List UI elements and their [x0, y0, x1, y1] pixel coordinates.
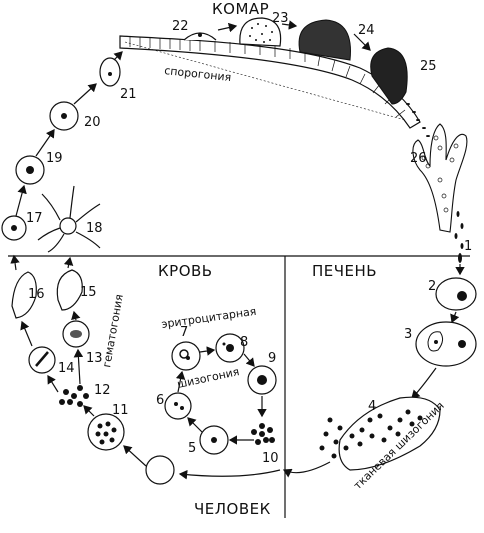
sporogony-arrows	[217, 20, 371, 51]
inner-cycle-arrows	[175, 346, 267, 445]
stage-number-23: 23	[272, 11, 289, 26]
stage-4-tissue-schizont	[282, 396, 441, 478]
stage-number-26: 26	[410, 151, 427, 166]
stage-number-20: 20	[84, 115, 101, 130]
label-erythrocytic-1: эритроцитарная	[161, 305, 257, 331]
stage-number-7: 7	[180, 325, 188, 340]
label-gametogony: гематогония	[100, 293, 126, 368]
stage-13-cell	[62, 310, 90, 348]
stage-number-1: 1	[464, 239, 472, 254]
stage-1-sporozoite	[455, 253, 465, 276]
oocyst-25	[370, 47, 430, 137]
stage-number-19: 19	[46, 151, 63, 166]
label-blood: КРОВЬ	[158, 262, 213, 280]
label-human: ЧЕЛОВЕК	[194, 500, 271, 518]
salivary-gland	[412, 123, 468, 249]
stage-7-cell	[171, 341, 201, 371]
stage-number-11: 11	[112, 403, 129, 418]
stage-11-cell	[83, 405, 125, 451]
stage-number-10: 10	[262, 451, 279, 466]
stage-20-cell	[49, 83, 97, 131]
stage-number-21: 21	[120, 87, 137, 102]
stage-14-cell	[20, 320, 56, 374]
stage-10-merozoites	[251, 423, 275, 445]
stage-number-9: 9	[268, 351, 276, 366]
stage-number-4: 4	[368, 399, 376, 414]
stage-number-8: 8	[240, 335, 248, 350]
stage-number-14: 14	[58, 361, 75, 376]
stage-number-25: 25	[420, 59, 437, 74]
oocyst-22	[183, 32, 217, 41]
stage-number-15: 15	[80, 285, 97, 300]
stage-3-liver-cell	[411, 321, 477, 399]
stage-8-cell	[215, 333, 245, 363]
stage-numbers: 1 2 3 4 5 6 7 8 9 10 11 12 13 14 15 16 1…	[26, 11, 472, 466]
stage-15-cell	[56, 256, 83, 311]
stage-number-13: 13	[86, 351, 103, 366]
stage-number-16: 16	[28, 287, 45, 302]
oocyst-24	[298, 19, 351, 61]
stage-19-cell	[15, 129, 55, 185]
stage-number-6: 6	[156, 393, 164, 408]
stage-number-5: 5	[188, 441, 196, 456]
stage-number-17: 17	[26, 211, 43, 226]
label-liver: ПЕЧЕНЬ	[312, 262, 377, 280]
stage-16-cell	[10, 254, 37, 319]
stage-number-22: 22	[172, 19, 189, 34]
stage-9-cell	[247, 365, 277, 395]
stage-number-18: 18	[86, 221, 103, 236]
stage-21-cell	[99, 51, 123, 87]
stage-number-24: 24	[358, 23, 375, 38]
stage-number-2: 2	[428, 279, 436, 294]
stage-6-cell	[164, 392, 192, 420]
stage-plain-rbc	[123, 445, 175, 485]
stage-18-exflagellation	[37, 185, 101, 253]
oocyst-23	[239, 17, 282, 47]
erythrocytic-cycle	[164, 333, 277, 455]
liver-to-blood-arrow	[178, 469, 281, 480]
label-mosquito: КОМАР	[212, 0, 269, 18]
stage-number-12: 12	[94, 383, 111, 398]
stage-number-3: 3	[404, 327, 412, 342]
stage-17-cell	[1, 184, 27, 241]
label-sporogony: спорогония	[164, 64, 232, 84]
stage-5-cell	[199, 425, 229, 455]
stage-12-merozoites	[47, 348, 89, 407]
mosquito-gut-wall	[119, 35, 421, 129]
stage-2-liver-cell	[435, 277, 477, 324]
